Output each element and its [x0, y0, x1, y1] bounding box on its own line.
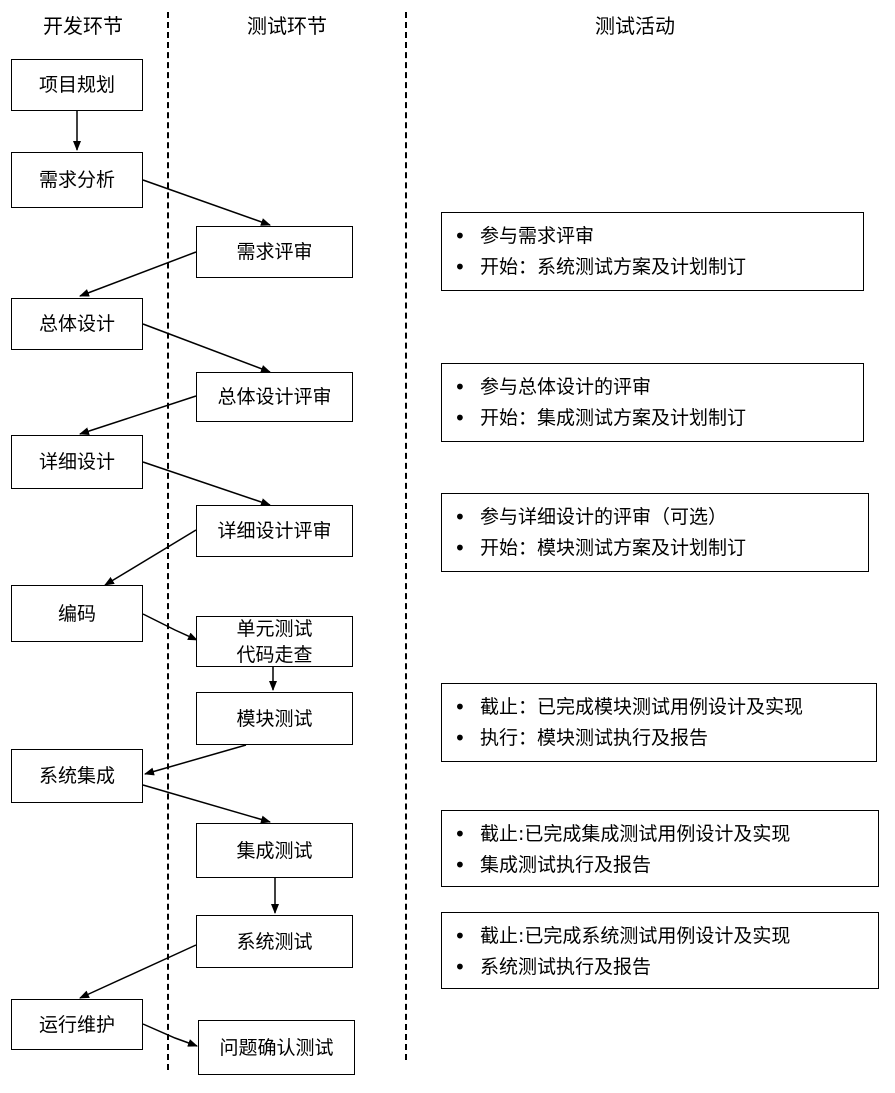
activity-item: 参与总体设计的评审: [454, 372, 853, 403]
test-stage-system-test: 系统测试: [196, 915, 353, 968]
test-stage-module-test: 模块测试: [196, 692, 353, 745]
activity-item: 参与需求评审: [454, 221, 853, 252]
arrow-overall-to-review: [142, 323, 271, 373]
dev-stage-label: 系统集成: [38, 765, 115, 787]
activity-box-system-test: 截止:已完成系统测试用例设计及实现 系统测试执行及报告: [441, 912, 879, 989]
test-stage-label: 详细设计评审: [217, 520, 332, 542]
activity-item: 系统测试执行及报告: [454, 952, 868, 983]
activity-item: 开始：模块测试方案及计划制订: [454, 533, 858, 564]
dev-stage-label: 编码: [57, 602, 96, 625]
dev-stage-operation-maintenance: 运行维护: [11, 999, 143, 1050]
header-activity: 测试活动: [595, 14, 675, 38]
arrow-module-to-integration: [144, 744, 247, 776]
activity-item: 截止：已完成模块测试用例设计及实现: [454, 692, 866, 723]
dev-stage-detailed-design: 详细设计: [11, 435, 143, 489]
activity-item: 截止:已完成集成测试用例设计及实现: [454, 819, 868, 850]
arrow-coding-to-unit-test: [142, 613, 198, 641]
arrow-review-to-detailed-design: [79, 395, 197, 435]
test-stage-requirements-review: 需求评审: [196, 226, 353, 278]
test-stage-issue-confirmation-test: 问题确认测试: [198, 1020, 355, 1075]
test-stage-label: 模块测试: [236, 707, 313, 730]
header-dev: 开发环节: [43, 14, 123, 38]
arrow-integration-to-integration-test: [142, 784, 271, 824]
activity-item: 截止:已完成系统测试用例设计及实现: [454, 921, 868, 952]
arrow-review-to-overall-design: [79, 251, 197, 297]
activity-item: 参与详细设计的评审（可选）: [454, 502, 858, 533]
header-test: 测试环节: [247, 14, 327, 38]
test-stage-label: 总体设计评审: [217, 386, 332, 408]
arrow-detailed-to-review: [142, 461, 271, 506]
arrow-maintenance-to-confirmation: [142, 1023, 198, 1047]
arrow-system-test-to-maintenance: [79, 944, 197, 999]
test-stage-label-line1: 单元测试: [236, 617, 313, 640]
test-stage-label: 问题确认测试: [219, 1036, 334, 1059]
test-stage-label: 集成测试: [236, 839, 313, 862]
dev-stage-system-integration: 系统集成: [11, 749, 143, 803]
activity-item: 开始：集成测试方案及计划制订: [454, 403, 853, 434]
test-stage-integration-test: 集成测试: [196, 823, 353, 878]
dev-stage-label: 项目规划: [38, 74, 115, 96]
activity-box-integration-test: 截止:已完成集成测试用例设计及实现 集成测试执行及报告: [441, 810, 879, 887]
dev-stage-coding: 编码: [11, 585, 143, 642]
dev-stage-label: 详细设计: [38, 451, 115, 473]
test-stage-detailed-design-review: 详细设计评审: [196, 505, 353, 557]
dev-stage-project-planning: 项目规划: [11, 59, 143, 111]
test-stage-unit-test-code-walkthrough: 单元测试 代码走查: [196, 616, 353, 667]
dev-stage-label: 运行维护: [38, 1013, 115, 1036]
activity-box-module-test: 截止：已完成模块测试用例设计及实现 执行：模块测试执行及报告: [441, 683, 877, 762]
test-stage-overall-design-review: 总体设计评审: [196, 372, 353, 422]
dev-stage-overall-design: 总体设计: [11, 298, 143, 350]
separator-dev-test: [167, 12, 169, 1070]
activity-item: 执行：模块测试执行及报告: [454, 723, 866, 754]
activity-item: 开始：系统测试方案及计划制订: [454, 252, 853, 283]
activity-item: 集成测试执行及报告: [454, 850, 868, 881]
dev-stage-requirements-analysis: 需求分析: [11, 152, 143, 208]
activity-box-requirements: 参与需求评审 开始：系统测试方案及计划制订: [441, 212, 864, 291]
activity-box-overall-design: 参与总体设计的评审 开始：集成测试方案及计划制订: [441, 363, 864, 442]
activity-box-detailed-design: 参与详细设计的评审（可选） 开始：模块测试方案及计划制订: [441, 493, 869, 572]
test-stage-label: 系统测试: [236, 930, 313, 953]
dev-stage-label: 总体设计: [38, 313, 115, 335]
separator-test-activity: [405, 12, 407, 1060]
dev-stage-label: 需求分析: [38, 169, 115, 191]
test-stage-label: 需求评审: [236, 241, 313, 263]
arrow-review-to-coding: [104, 529, 197, 586]
arrow-requirements-to-review: [142, 179, 271, 226]
test-stage-label-line2: 代码走查: [236, 643, 313, 666]
